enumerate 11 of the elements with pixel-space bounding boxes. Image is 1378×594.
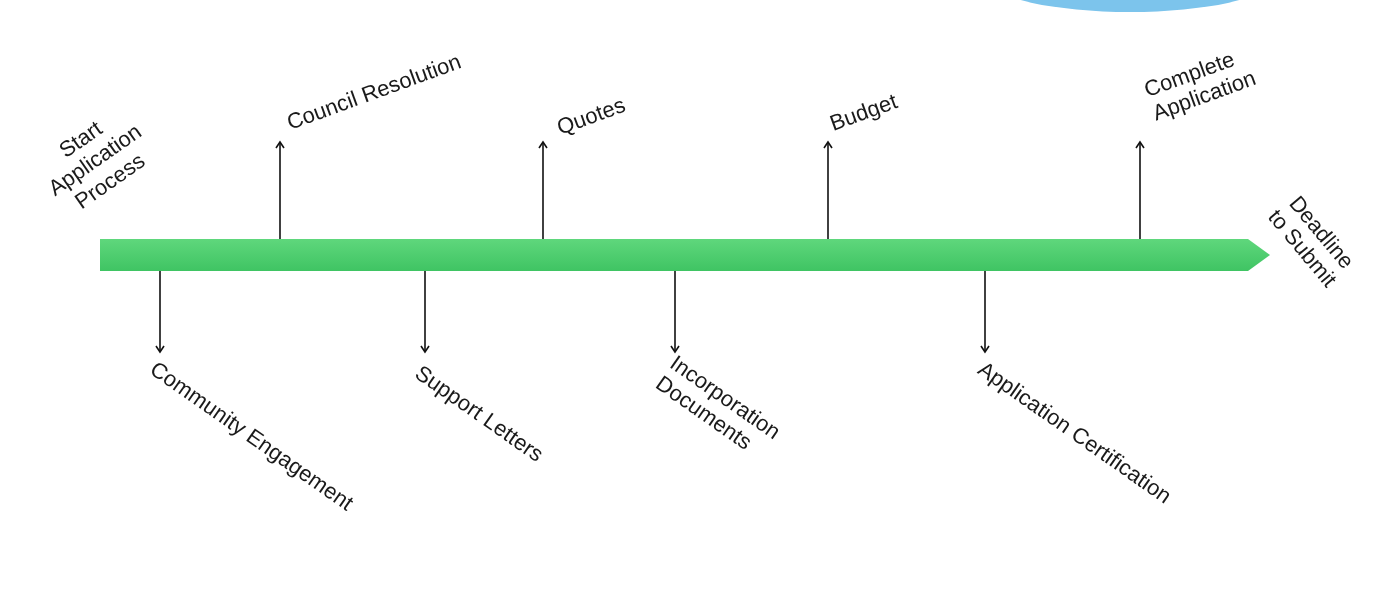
timeline-bar <box>100 239 1270 271</box>
arrow <box>275 141 285 240</box>
arrow <box>980 270 990 353</box>
milestone-label: Budget <box>826 71 948 136</box>
milestone-label: Quotes <box>553 75 675 140</box>
arrow <box>1135 141 1145 240</box>
arrow <box>670 270 680 353</box>
arrow <box>538 141 548 240</box>
arrow <box>823 141 833 240</box>
arrow <box>420 270 430 353</box>
arrow <box>155 270 165 353</box>
